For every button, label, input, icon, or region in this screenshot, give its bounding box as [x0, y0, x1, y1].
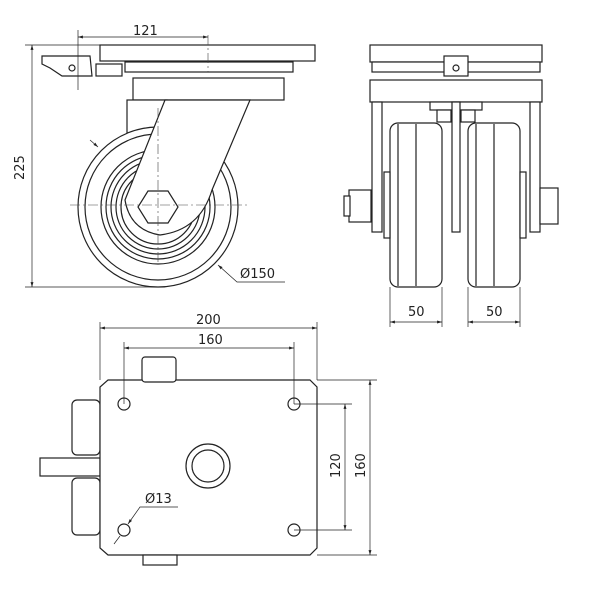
top-view: 200 160 120 160 Ø13 [39, 313, 377, 566]
brake-pivot [68, 64, 76, 72]
center-fork [451, 101, 461, 233]
plate-length-dimension: 200 [196, 313, 221, 328]
front-swivel-block [369, 79, 543, 103]
offset-dimension: 121 [133, 24, 158, 39]
mounting-plate [99, 379, 318, 556]
brake-lever [41, 55, 93, 77]
axle-nut-front [348, 189, 372, 223]
hole-spacing-length-dimension: 160 [198, 333, 223, 348]
hole-diameter-dimension: Ø13 [145, 492, 172, 507]
swivel-plate [124, 61, 294, 73]
fork-leg-left [371, 101, 383, 233]
front-view: 50 50 [343, 44, 559, 327]
wheel-width-left: 50 [408, 305, 425, 320]
side-view: 121 225 Ø150 [13, 24, 316, 288]
hole-spacing-width-dimension: 120 [329, 453, 344, 478]
plate-width-dimension: 160 [354, 453, 369, 478]
swivel-block [132, 77, 285, 101]
fork-leg-right [529, 101, 541, 233]
top-plate [99, 44, 316, 62]
wheel-diameter-dimension: Ø150 [240, 267, 275, 282]
brake-bracket [95, 63, 123, 77]
wheel-top-2 [71, 477, 101, 536]
wheel-width-right: 50 [486, 305, 503, 320]
mounting-hole [117, 523, 131, 537]
center-hub [185, 443, 231, 489]
brake-lever-top [39, 457, 101, 477]
wheel-top-1 [71, 399, 101, 456]
nut-bottom [142, 554, 178, 566]
nut-top [141, 356, 177, 383]
height-dimension: 225 [13, 155, 28, 180]
brake-lock [443, 55, 469, 77]
axle-end [539, 187, 559, 225]
